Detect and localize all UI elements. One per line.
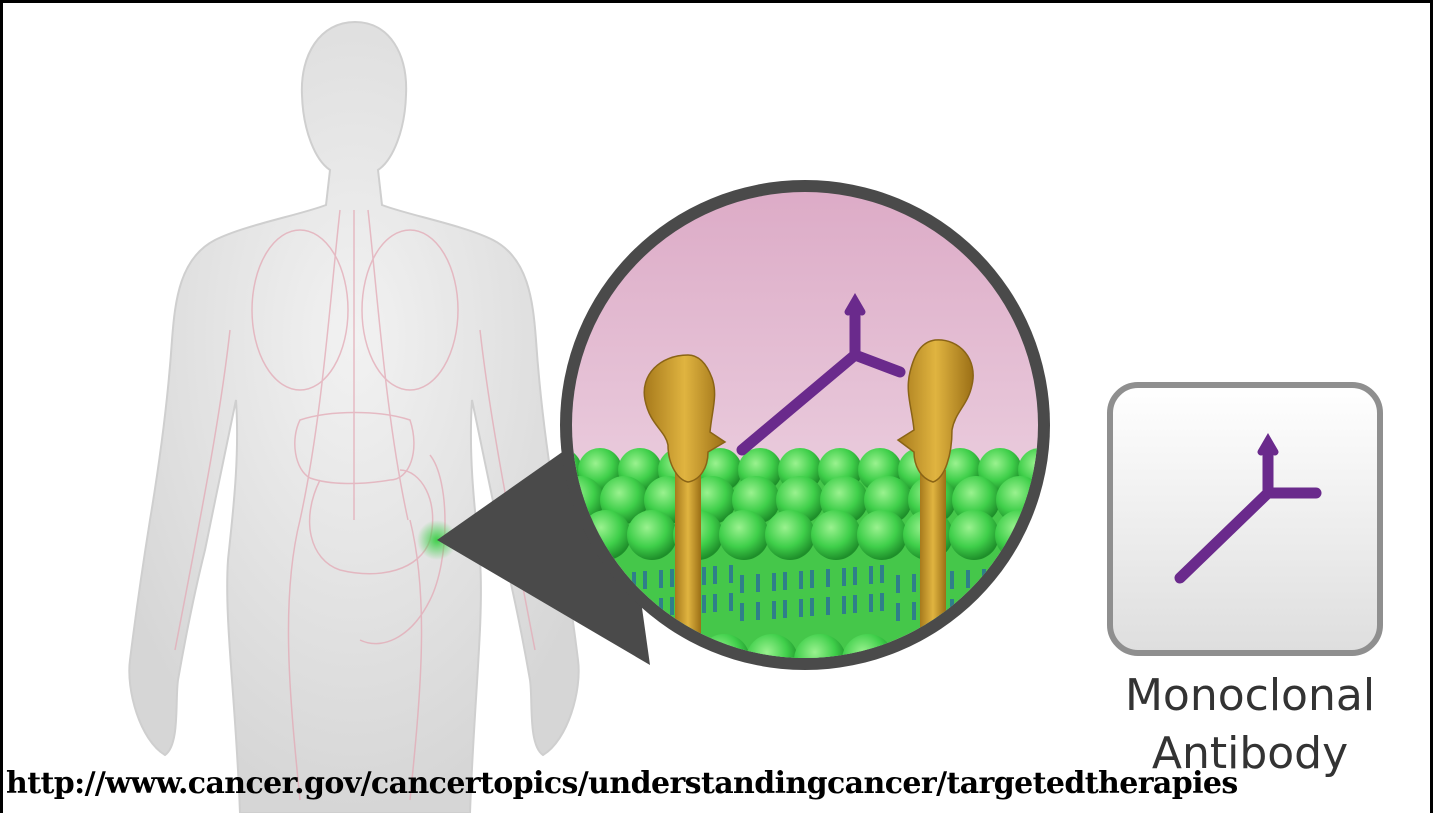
lipid-tail [643, 571, 647, 589]
membrane-cell [811, 510, 861, 560]
lipid-tail [896, 603, 900, 621]
lipid-tail [853, 567, 857, 585]
membrane-cell [719, 510, 769, 560]
lipid-tail [869, 566, 873, 584]
lipid-tail [1009, 567, 1013, 585]
lipid-tail [783, 572, 787, 590]
lipid-tail [799, 599, 803, 617]
lipid-tail [740, 603, 744, 621]
lipid-tail [772, 573, 776, 591]
human-body-figure [129, 22, 578, 813]
lipid-tail [783, 600, 787, 618]
lipid-tail [880, 565, 884, 583]
lipid-tail [756, 602, 760, 620]
membrane-cell [1041, 510, 1091, 560]
membrane-cell [938, 634, 990, 686]
membrane-cell [627, 510, 677, 560]
lipid-tail [912, 574, 916, 592]
lipid-tail [1009, 595, 1013, 613]
lipid-tail [853, 595, 857, 613]
monoclonal-antibody-icon [1110, 385, 1380, 653]
lipid-tail [740, 575, 744, 593]
lipid-tail [810, 598, 814, 616]
lipid-tail [670, 569, 674, 587]
lipid-tail [869, 594, 873, 612]
lipid-tail [659, 570, 663, 588]
lipid-tail [982, 597, 986, 615]
membrane-cell [857, 510, 907, 560]
lipid-tail [880, 593, 884, 611]
lipid-tail [826, 569, 830, 587]
lipid-tail [896, 575, 900, 593]
membrane-cell [949, 510, 999, 560]
lipid-tail [842, 568, 846, 586]
lipid-tail [702, 595, 706, 613]
lipid-tail [966, 570, 970, 588]
lipid-tail [993, 596, 997, 614]
lipid-tail [1020, 594, 1024, 612]
membrane-cell [1034, 634, 1086, 686]
source-url[interactable]: http://www.cancer.gov/cancertopics/under… [6, 766, 1238, 801]
membrane-cell [986, 634, 1038, 686]
lipid-tail [1020, 566, 1024, 584]
lipid-tail [826, 597, 830, 615]
lipid-tail [702, 567, 706, 585]
legend-label-line1: Monoclonal [1100, 670, 1400, 721]
lipid-tail [713, 594, 717, 612]
lipid-tail [842, 596, 846, 614]
lipid-tail [729, 593, 733, 611]
lipid-tail [799, 571, 803, 589]
lipid-tail [670, 597, 674, 615]
membrane-cell [1040, 476, 1088, 524]
lipid-tail [756, 574, 760, 592]
lipid-tail [772, 601, 776, 619]
lipid-tail [950, 571, 954, 589]
membrane-cell [765, 510, 815, 560]
lipid-tail [713, 566, 717, 584]
lipid-tail [729, 565, 733, 583]
lipid-tail [912, 602, 916, 620]
lipid-tail [810, 570, 814, 588]
